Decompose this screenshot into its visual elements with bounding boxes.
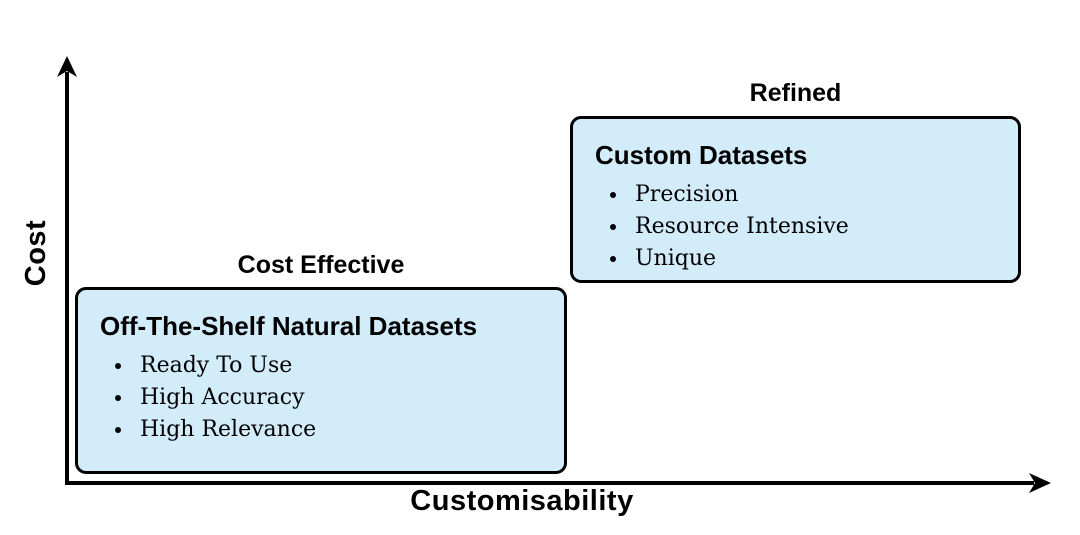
box-title: Off-The-Shelf Natural Datasets	[100, 311, 478, 341]
bullet-list: Ready To Use High Accuracy High Relevanc…	[100, 350, 542, 446]
quadrant-tag-cost-effective: Cost Effective	[237, 251, 405, 279]
y-axis-arrowhead-icon	[57, 56, 77, 77]
bullet-item: High Relevance	[134, 414, 542, 446]
box-title: Custom Datasets	[595, 140, 808, 170]
bullet-item: Unique	[629, 243, 996, 275]
box-off-the-shelf-natural-datasets: Off-The-Shelf Natural Datasets Ready To …	[75, 287, 567, 474]
bullet-list: Precision Resource Intensive Unique	[595, 179, 996, 275]
bullet-item: Ready To Use	[134, 350, 542, 382]
x-axis-arrowhead-icon	[1029, 473, 1051, 493]
quadrant-tag-refined: Refined	[749, 79, 842, 107]
bullet-item: High Accuracy	[134, 382, 542, 414]
box-custom-datasets: Custom Datasets Precision Resource Inten…	[570, 116, 1021, 283]
bullet-item: Precision	[629, 179, 996, 211]
x-axis-label: Customisability	[410, 485, 634, 517]
y-axis-label: Cost	[20, 219, 52, 287]
bullet-item: Resource Intensive	[629, 211, 996, 243]
